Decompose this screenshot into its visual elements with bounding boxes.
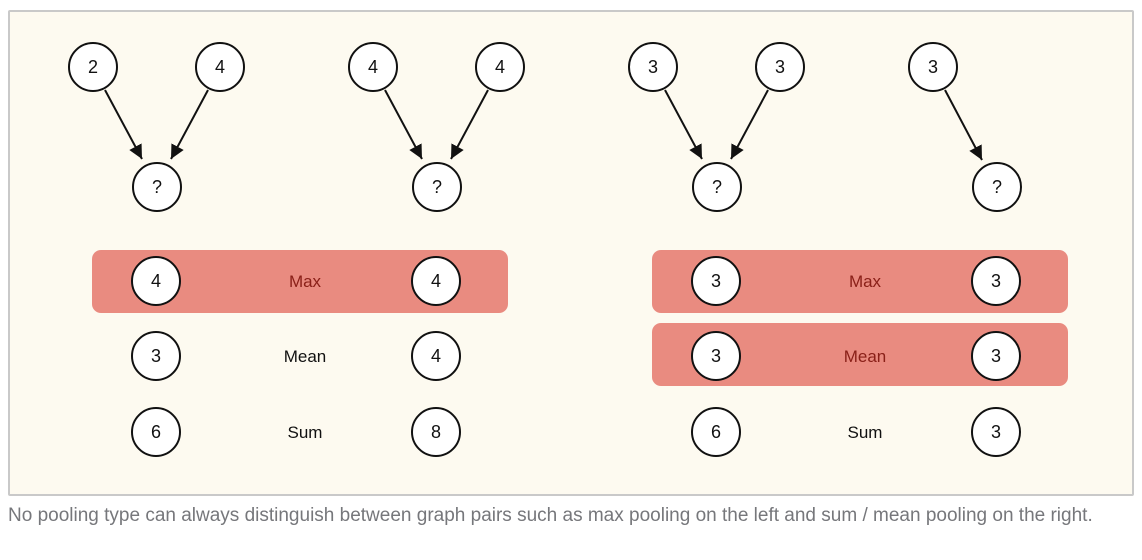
pooled-node: ? — [692, 162, 742, 212]
pooling-result-node: 3 — [971, 331, 1021, 381]
pooled-node: ? — [412, 162, 462, 212]
pooling-result-node: 3 — [131, 331, 181, 381]
graph-node: 4 — [348, 42, 398, 92]
pooling-result-node: 6 — [131, 407, 181, 457]
pooled-node: ? — [972, 162, 1022, 212]
figure-caption: No pooling type can always distinguish b… — [8, 505, 1093, 526]
pooled-node: ? — [132, 162, 182, 212]
graph-node: 4 — [475, 42, 525, 92]
pooling-row-label-sum: Sum — [847, 423, 883, 442]
pooling-row-label-mean: Mean — [843, 347, 887, 366]
graph-node: 4 — [195, 42, 245, 92]
pooling-result-node: 3 — [971, 407, 1021, 457]
pooling-result-node: 3 — [971, 256, 1021, 306]
pooling-result-node: 4 — [131, 256, 181, 306]
pooling-row-label-max: Max — [848, 272, 882, 291]
pooling-result-node: 6 — [691, 407, 741, 457]
graph-node: 3 — [628, 42, 678, 92]
pooling-row-label-mean: Mean — [283, 347, 327, 366]
pooling-row-label-max: Max — [288, 272, 322, 291]
graph-node: 3 — [755, 42, 805, 92]
pooling-row-label-sum: Sum — [287, 423, 323, 442]
graph-node: 3 — [908, 42, 958, 92]
pooling-result-node: 4 — [411, 256, 461, 306]
pooling-result-node: 4 — [411, 331, 461, 381]
pooling-result-node: 8 — [411, 407, 461, 457]
pooling-result-node: 3 — [691, 331, 741, 381]
graph-node: 2 — [68, 42, 118, 92]
pooling-result-node: 3 — [691, 256, 741, 306]
